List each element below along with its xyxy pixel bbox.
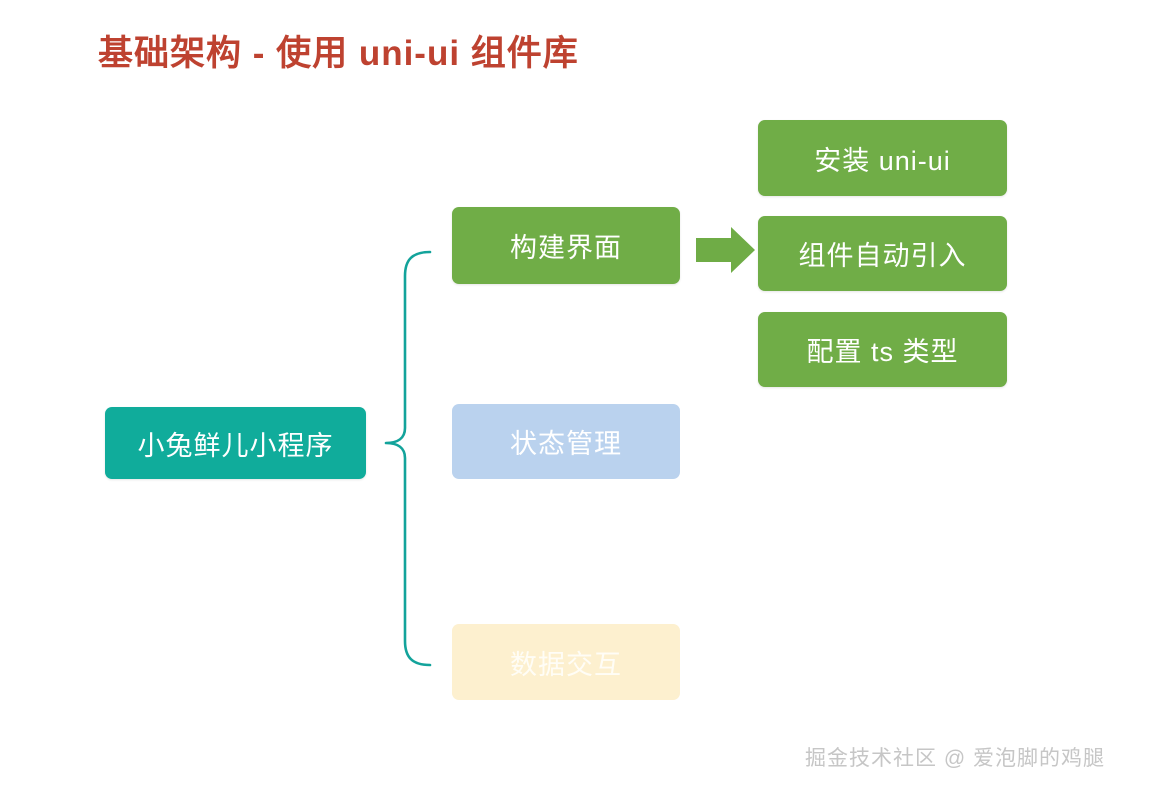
node-label: 小兔鲜儿小程序 [137,430,334,461]
node-root-mini-program[interactable]: 小兔鲜儿小程序 [105,407,366,479]
node-leaf-component-auto-import[interactable]: 组件自动引入 [758,216,1007,291]
node-label: 配置 ts 类型 [806,337,959,367]
page-title: 基础架构 - 使用 uni-ui 组件库 [98,34,579,73]
node-leaf-install-uni-ui[interactable]: 安装 uni-ui [758,120,1007,196]
node-branch-state-management[interactable]: 状态管理 [452,404,680,479]
arrow-right-icon [696,227,755,273]
node-label: 数据交互 [510,649,622,680]
node-branch-data-interaction[interactable]: 数据交互 [452,624,680,700]
watermark-text: 掘金技术社区 @ 爱泡脚的鸡腿 [805,747,1105,770]
node-label: 构建界面 [510,233,622,263]
curly-brace-connector [384,250,432,667]
node-label: 安装 uni-ui [814,145,951,176]
node-label: 组件自动引入 [798,241,967,271]
node-leaf-configure-ts-types[interactable]: 配置 ts 类型 [758,312,1007,387]
node-branch-build-ui[interactable]: 构建界面 [452,207,680,284]
node-label: 状态管理 [510,429,622,459]
